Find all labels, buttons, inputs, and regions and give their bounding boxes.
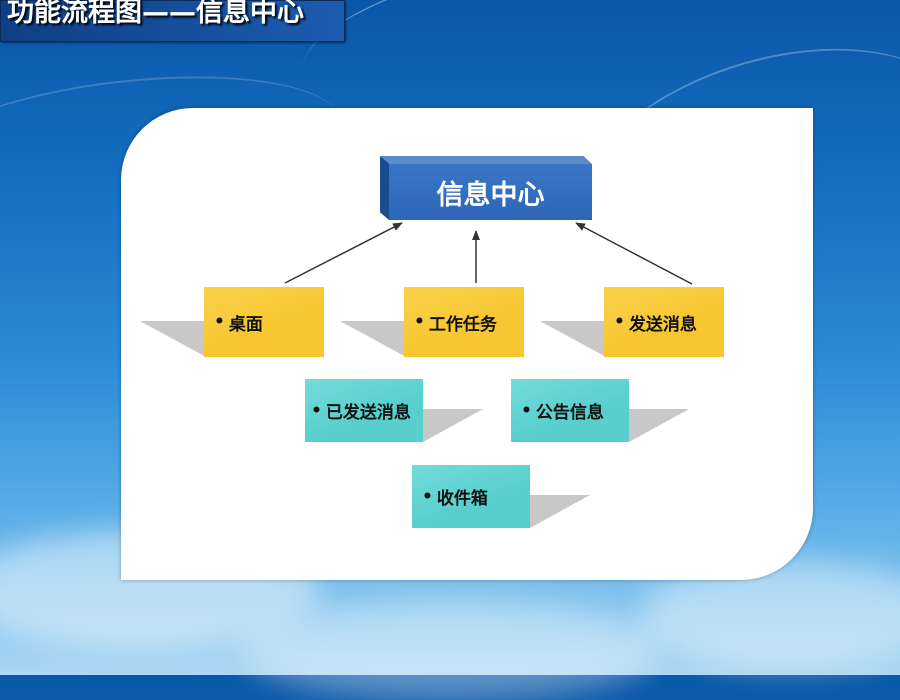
connector-layer	[284, 222, 693, 285]
connector-arrow-desktop	[284, 222, 403, 284]
node-box: • 收件箱	[412, 465, 530, 528]
connector-arrow-send-message	[575, 222, 693, 285]
node-shadow	[140, 321, 206, 357]
node-announcements: • 公告信息	[511, 379, 689, 442]
node-send-message: • 发送消息	[540, 287, 724, 357]
node-label: 收件箱	[436, 489, 488, 509]
node-shadow	[540, 321, 606, 357]
node-label: 发送消息	[628, 314, 697, 335]
hub-node: 信息中心	[380, 156, 592, 220]
node-box: • 桌面	[204, 287, 324, 357]
slide-title: 功能流程图——信息中心	[7, 0, 304, 28]
bullet: •	[214, 312, 225, 332]
bullet: •	[311, 400, 322, 421]
node-label: 桌面	[228, 314, 263, 335]
slide-title-bar: 功能流程图——信息中心	[0, 0, 345, 42]
hub-node-label: 信息中心	[389, 164, 592, 220]
node-shadow	[340, 321, 406, 357]
node-shadow	[629, 409, 689, 442]
node-box: • 公告信息	[511, 379, 629, 442]
bullet: •	[422, 486, 433, 507]
node-desktop: • 桌面	[140, 287, 324, 357]
bullet: •	[614, 312, 625, 332]
bullet: •	[521, 400, 532, 421]
bullet: •	[414, 312, 425, 332]
node-shadow	[423, 409, 483, 442]
hub-node-top-face	[380, 156, 592, 164]
node-label: 已发送消息	[325, 403, 411, 423]
node-inbox: • 收件箱	[412, 465, 590, 528]
node-shadow	[530, 495, 590, 528]
node-box: • 发送消息	[604, 287, 724, 357]
node-label: 公告信息	[535, 403, 604, 423]
node-box: • 已发送消息	[305, 379, 423, 442]
node-work-tasks: • 工作任务	[340, 287, 524, 357]
node-box: • 工作任务	[404, 287, 524, 357]
node-label: 工作任务	[428, 314, 497, 335]
node-sent-messages: • 已发送消息	[305, 379, 483, 442]
hub-node-side-face	[380, 156, 389, 220]
